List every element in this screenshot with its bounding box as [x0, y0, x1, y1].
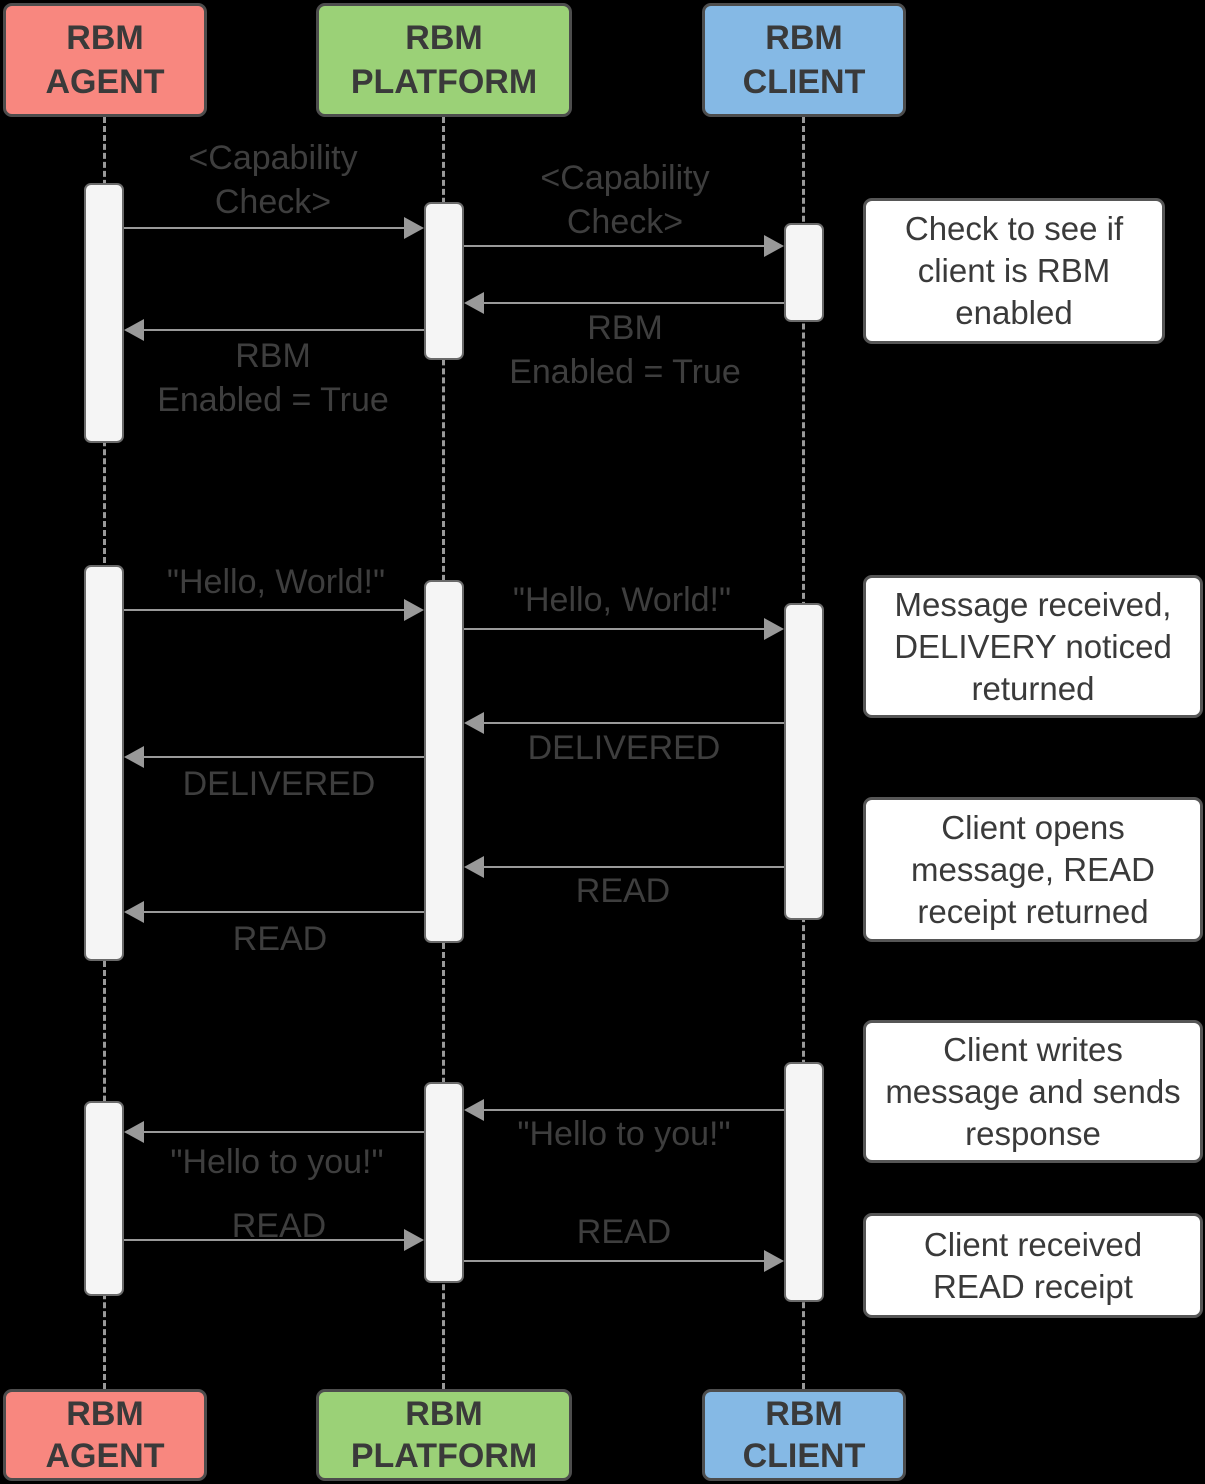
arrowhead-icon [404, 1229, 424, 1251]
activation-bar-agent-2 [84, 565, 124, 961]
participant-header-agent-bottom: RBM AGENT [3, 1389, 207, 1481]
arrow-line-rbm-enabled-2 [144, 329, 424, 331]
arrowhead-icon [764, 1250, 784, 1272]
note-client-writes-message: Client writes message and sends response [863, 1020, 1203, 1163]
participant-label-line: RBM [405, 19, 483, 57]
note-capability-check: Check to see if client is RBM enabled [863, 198, 1165, 344]
arrowhead-icon [124, 319, 144, 341]
arrow-line-rbm-enabled-1 [484, 302, 784, 304]
participant-label-line: AGENT [45, 1437, 165, 1475]
arrow-line-hello-to-you-1 [484, 1109, 784, 1111]
arrow-line-read-3 [124, 1239, 405, 1241]
participant-label-line: RBM [66, 1395, 144, 1433]
arrow-line-hello-world-2 [464, 628, 765, 630]
activation-bar-client-1 [784, 223, 824, 322]
message-label-delivered-1: DELIVERED [527, 729, 721, 767]
message-label-hello-world-2: "Hello, World!" [512, 581, 732, 619]
participant-label-line: CLIENT [742, 63, 866, 101]
arrow-line-delivered-1 [484, 722, 784, 724]
participant-label-line: AGENT [45, 63, 165, 101]
arrowhead-icon [464, 856, 484, 878]
note-text: Client writes message and sends response [885, 1030, 1181, 1152]
arrow-line-hello-to-you-2 [144, 1131, 424, 1133]
participant-label-line: RBM [765, 19, 843, 57]
arrow-line-read-4 [464, 1260, 765, 1262]
message-label-read-4: READ [576, 1213, 672, 1251]
activation-bar-platform-3 [424, 1082, 464, 1283]
arrow-line-read-2 [144, 911, 424, 913]
arrowhead-icon [764, 235, 784, 257]
activation-bar-client-2 [784, 603, 824, 920]
arrowhead-icon [764, 618, 784, 640]
participant-label-line: RBM [405, 1395, 483, 1433]
activation-bar-agent-3 [84, 1101, 124, 1296]
note-client-received-read: Client received READ receipt [863, 1213, 1203, 1318]
message-label-hello-world-1: "Hello, World!" [166, 563, 386, 601]
activation-bar-platform-2 [424, 580, 464, 943]
arrow-line-delivered-2 [144, 756, 424, 758]
arrowhead-icon [464, 712, 484, 734]
note-text: Message received, DELIVERY noticed retur… [894, 585, 1172, 707]
message-label-hello-to-you-2: "Hello to you!" [170, 1143, 384, 1181]
participant-label-line: RBM [765, 1395, 843, 1433]
arrow-line-capability-check-2 [464, 245, 765, 247]
message-label-read-2: READ [232, 920, 328, 958]
participant-header-client-top: RBM CLIENT [702, 3, 906, 117]
participant-label-line: CLIENT [742, 1437, 866, 1475]
note-client-opens-message: Client opens message, READ receipt retur… [863, 797, 1203, 942]
arrowhead-icon [404, 599, 424, 621]
participant-label-line: PLATFORM [350, 63, 538, 101]
arrow-line-hello-world-1 [124, 609, 405, 611]
message-label-hello-to-you-1: "Hello to you!" [517, 1115, 731, 1153]
participant-header-agent-top: RBM AGENT [3, 3, 207, 117]
note-text: Client received READ receipt [923, 1225, 1143, 1305]
arrowhead-icon [124, 1121, 144, 1143]
arrowhead-icon [124, 746, 144, 768]
participant-header-platform-bottom: RBM PLATFORM [316, 1389, 572, 1481]
participant-label-line: PLATFORM [350, 1437, 538, 1475]
arrowhead-icon [124, 901, 144, 923]
arrowhead-icon [464, 292, 484, 314]
arrow-line-capability-check-1 [124, 227, 405, 229]
message-label-delivered-2: DELIVERED [182, 765, 376, 803]
message-label-read-1: READ [575, 872, 671, 910]
message-label-read-3: READ [231, 1207, 327, 1245]
arrowhead-icon [464, 1099, 484, 1121]
arrow-line-read-1 [484, 866, 784, 868]
participant-header-platform-top: RBM PLATFORM [316, 3, 572, 117]
note-text: Check to see if client is RBM enabled [904, 210, 1124, 331]
activation-bar-agent-1 [84, 183, 124, 443]
note-message-received: Message received, DELIVERY noticed retur… [863, 575, 1203, 718]
participant-header-client-bottom: RBM CLIENT [702, 1389, 906, 1481]
note-text: Client opens message, READ receipt retur… [911, 808, 1155, 930]
arrowhead-icon [404, 217, 424, 239]
activation-bar-platform-1 [424, 202, 464, 360]
activation-bar-client-3 [784, 1062, 824, 1302]
participant-label-line: RBM [66, 19, 144, 57]
